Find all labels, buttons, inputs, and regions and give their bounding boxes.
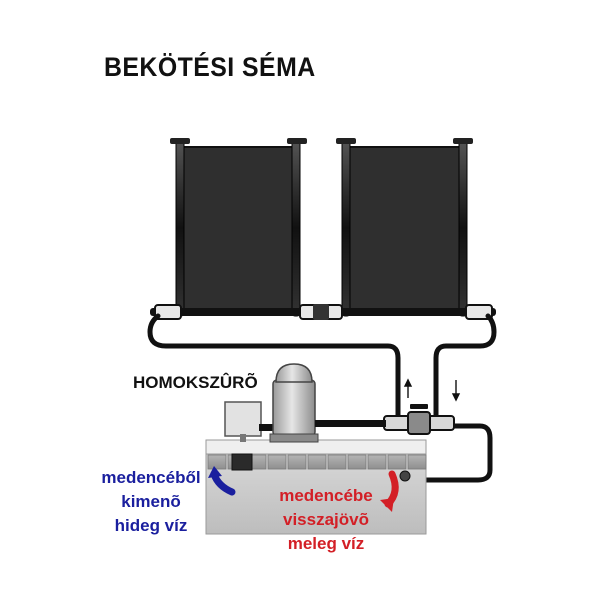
solar-panel-right [336, 138, 473, 317]
bypass-valve [383, 404, 455, 435]
cold-water-arrow [208, 466, 236, 496]
pool-tile [207, 454, 227, 470]
pool-return-nozzle [399, 470, 411, 482]
pump-filter-pipe [259, 424, 275, 431]
pool-return-hose [415, 423, 493, 483]
warm-water-label: medencébe visszajövõ meleg víz [270, 484, 382, 556]
cold-water-label: medencéből kimenõ hideg víz [95, 466, 207, 538]
pool-tile [327, 454, 347, 470]
solar-panel-left [170, 138, 307, 317]
cold-water-line-3: hideg víz [114, 516, 188, 535]
cold-water-line-2: kimenõ [121, 492, 181, 511]
pool-tile [367, 454, 387, 470]
pool-tile [287, 454, 307, 470]
flow-arrow-down [451, 380, 461, 402]
warm-water-line-2: visszajövõ [283, 510, 369, 529]
return-hose [433, 313, 497, 421]
warm-water-line-3: meleg víz [287, 534, 365, 553]
warm-water-arrow [380, 470, 399, 512]
supply-hose [147, 313, 401, 421]
pump [224, 401, 262, 442]
pool-tile [347, 454, 367, 470]
sand-filter-label: HOMOKSZÛRÕ [133, 373, 258, 392]
pool-tile [307, 454, 327, 470]
pool-tile [267, 454, 287, 470]
pool-skimmer [231, 453, 253, 471]
warm-water-line-1: medencébe [279, 486, 373, 505]
panel-connectors [150, 304, 496, 320]
pool-tile [387, 454, 407, 470]
flow-arrow-up [403, 378, 413, 398]
sand-filter [269, 363, 319, 443]
cold-water-line-1: medencéből [101, 468, 201, 487]
pool-tile [407, 454, 427, 470]
diagram-title: BEKÖTÉSI SÉMA [104, 52, 316, 82]
filter-outlet-pipe [315, 420, 386, 427]
